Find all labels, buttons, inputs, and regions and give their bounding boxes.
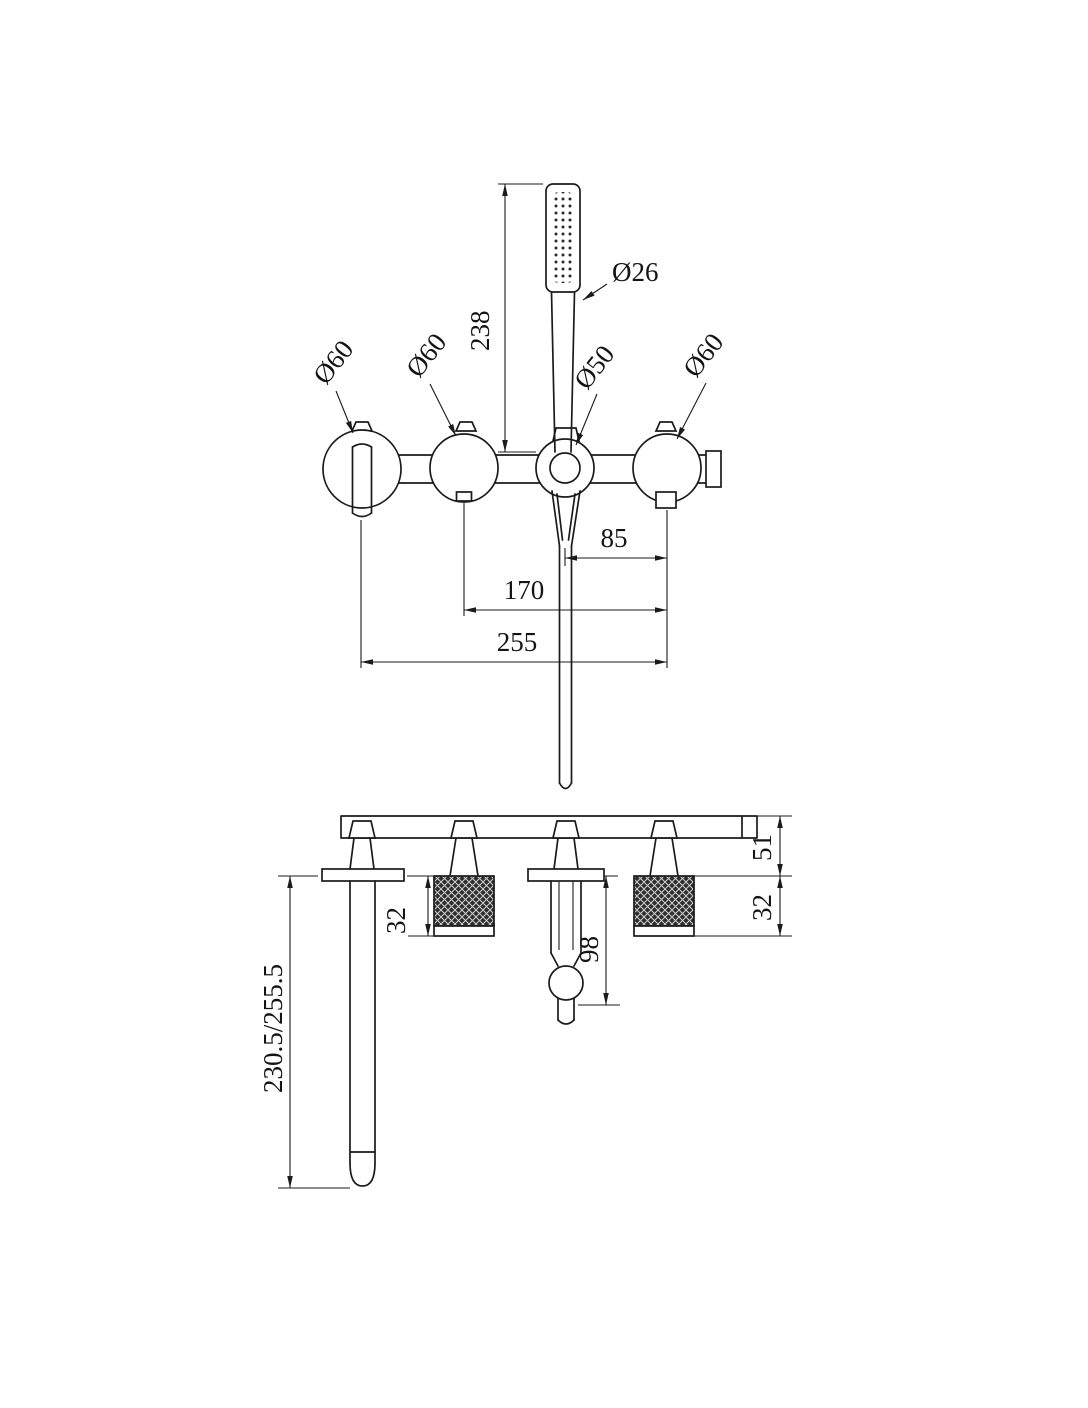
dim-255: 255 [361, 627, 667, 665]
handle-right-index [655, 491, 677, 509]
label-d60-mid: Ø60 [400, 328, 457, 437]
knurl-grip-right [633, 875, 695, 927]
knurl-grip-left [433, 875, 495, 927]
hand-shower [545, 183, 581, 293]
dim-label-d60-right: Ø60 [677, 328, 729, 383]
dim-label-32-right: 32 [747, 894, 777, 921]
side-handle-left [433, 837, 495, 937]
hose-ball-joint [548, 965, 584, 1001]
handle-left-index [455, 491, 473, 502]
spout-front [351, 443, 373, 518]
dim-spout-reach: 230.5/255.5 [258, 875, 350, 1189]
shower-handle [550, 291, 576, 453]
handle-left-circle [429, 433, 499, 503]
dim-label-d60-left: Ø60 [307, 335, 359, 390]
dim-85: 85 [360, 503, 668, 668]
dim-label-98: 98 [574, 936, 604, 963]
dim-label-255: 255 [497, 627, 538, 657]
side-view: 51 32 32 98 230.5/255.5 [258, 815, 792, 1189]
front-view: 238 Ø26 [307, 183, 729, 790]
dim-label-238: 238 [465, 311, 495, 352]
dim-label-170: 170 [504, 575, 545, 605]
dim-label-d60-mid: Ø60 [400, 328, 452, 383]
dim-32-right: 32 [694, 876, 792, 937]
label-d60-right: Ø60 [676, 328, 729, 440]
spray-face [551, 192, 575, 283]
dim-label-d50: Ø50 [568, 340, 620, 395]
side-holder-outlet [527, 837, 605, 1025]
dim-170: 170 [464, 575, 667, 613]
holder-flange [527, 868, 605, 882]
dim-label-32-left: 32 [381, 907, 411, 934]
dim-32-left: 32 [381, 875, 438, 937]
holder-outer-circle [535, 438, 595, 498]
dim-label-d26: Ø26 [612, 257, 659, 287]
dim-98: 98 [574, 875, 620, 1006]
holder-inner-circle [549, 452, 581, 484]
spout-flange [321, 868, 405, 882]
dim-label-51: 51 [747, 834, 777, 861]
holder-cone-and-hose [551, 490, 581, 790]
handle-cap-left [433, 925, 495, 937]
side-handle-right [633, 837, 695, 937]
dim-238: 238 [465, 183, 543, 453]
dim-label-85: 85 [601, 523, 628, 553]
dim-51: 51 [694, 815, 792, 877]
mounting-stems [350, 421, 678, 442]
side-rail [340, 815, 758, 839]
handle-cap-right [633, 925, 695, 937]
rail-end-cap [705, 450, 722, 488]
dim-label-spout-reach: 230.5/255.5 [258, 964, 288, 1093]
spout-escutcheon-circle [322, 429, 402, 509]
label-d60-left: Ø60 [307, 335, 359, 434]
side-spout [321, 837, 405, 1187]
label-d26: Ø26 [582, 257, 659, 301]
